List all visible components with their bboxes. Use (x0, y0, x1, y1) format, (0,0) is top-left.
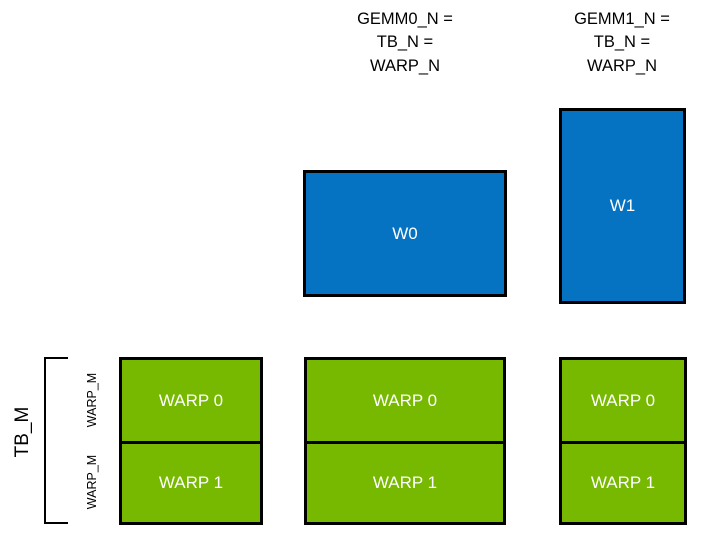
green-cell-warp0: WARP 0 (307, 360, 503, 441)
green-cell-label: WARP 0 (158, 390, 224, 410)
green-column-gemm0: WARP 0 WARP 1 (304, 357, 506, 525)
green-cell-label: WARP 1 (372, 473, 438, 492)
warp-m-label-bottom: WARP_M (85, 454, 99, 510)
green-column-gemm1: WARP 0 WARP 1 (559, 357, 687, 525)
column-caption-gemm0: GEMM0_N = TB_N = WARP_N (357, 10, 453, 75)
column-caption-gemm1: GEMM1_N = TB_N = WARP_N (574, 10, 670, 75)
green-cell-warp1: WARP 1 (122, 441, 260, 522)
green-cell-label: WARP 1 (158, 473, 224, 492)
green-cell-label: WARP 1 (590, 473, 656, 492)
tb-m-bracket (44, 357, 68, 524)
blue-tile-w1: W1 (559, 108, 686, 304)
blue-tile-w0-label: W0 (392, 223, 418, 243)
green-cell-warp0: WARP 0 (562, 360, 684, 441)
green-cell-warp1: WARP 1 (307, 441, 503, 522)
green-column-left: WARP 0 WARP 1 (119, 357, 263, 525)
tb-m-label: TB_M (12, 406, 33, 458)
blue-tile-w0: W0 (303, 170, 507, 297)
warp-m-label-top: WARP_M (85, 372, 99, 428)
green-cell-warp1: WARP 1 (562, 441, 684, 522)
green-cell-label: WARP 0 (372, 390, 438, 410)
green-cell-label: WARP 0 (590, 390, 656, 410)
blue-tile-w1-label: W1 (609, 196, 636, 215)
green-cell-warp0: WARP 0 (122, 360, 260, 441)
